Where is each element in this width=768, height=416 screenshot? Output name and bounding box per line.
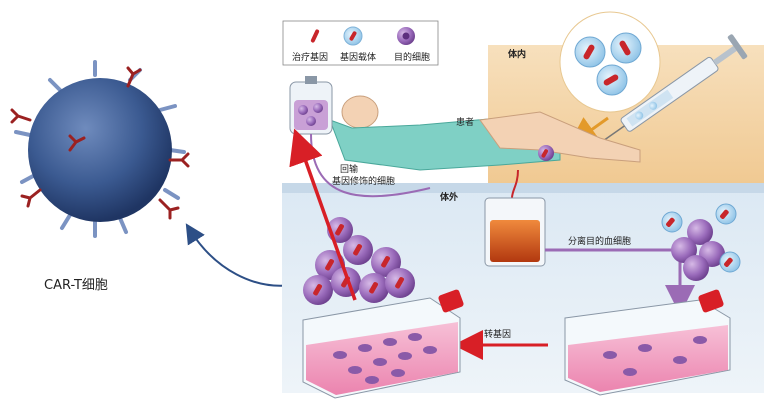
patient-label: 患者 <box>456 116 474 128</box>
vector-inset <box>559 11 661 113</box>
transduction-label: 转基因 <box>484 328 511 340</box>
reinfusion-label-1: 回输 <box>340 163 358 175</box>
ex-vivo-label: 体外 <box>440 191 458 203</box>
modified-cells-pile <box>303 217 415 305</box>
legend: 治疗基因 基因载体 目的细胞 <box>282 20 439 66</box>
legend-gene-label: 治疗基因 <box>292 51 328 63</box>
separate-label: 分离目的血细胞 <box>568 235 631 247</box>
car-t-cell-illustration <box>10 60 190 238</box>
iv-bag <box>289 76 333 135</box>
blood-bag <box>484 169 546 267</box>
culture-flask-left <box>302 289 464 399</box>
car-t-pointer-arrow <box>185 223 293 287</box>
gene-icon <box>310 29 320 43</box>
patient <box>329 95 641 171</box>
car-t-caption: CAR-T细胞 <box>44 278 108 293</box>
syringe <box>591 34 748 150</box>
in-vivo-label: 体内 <box>508 48 526 60</box>
legend-vector-label: 基因载体 <box>340 51 376 63</box>
reinfusion-label-2: 基因修饰的细胞 <box>332 175 395 187</box>
target-cells-cluster <box>661 203 741 281</box>
legend-cell-label: 目的细胞 <box>394 51 430 63</box>
culture-flask-right <box>564 289 731 396</box>
reinfusion-arrow <box>289 128 357 301</box>
